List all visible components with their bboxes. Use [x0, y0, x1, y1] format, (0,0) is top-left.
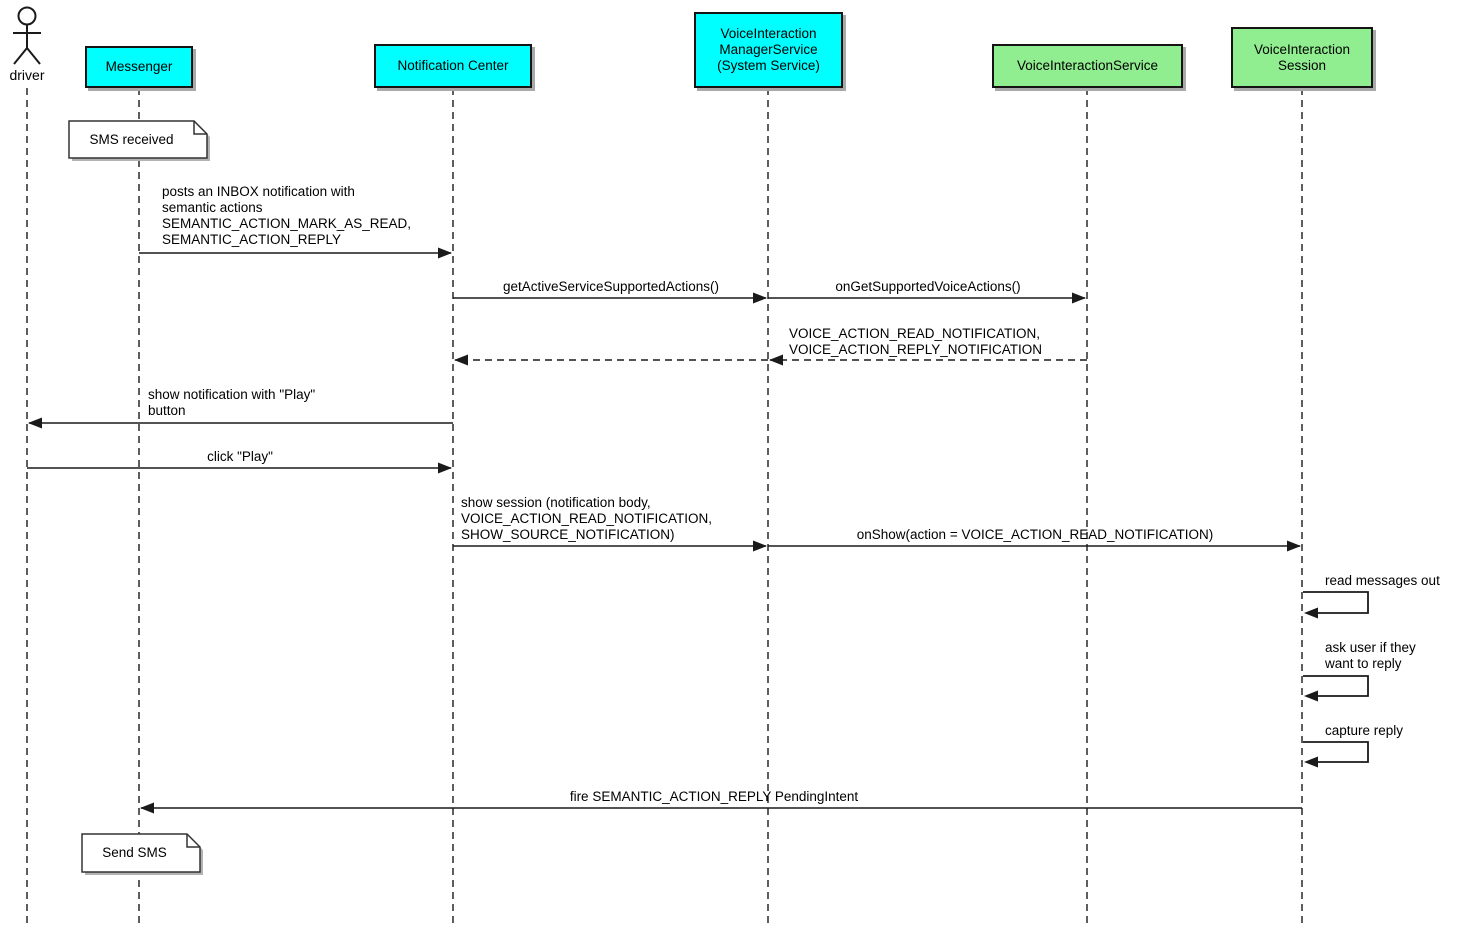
self-ask-user-if-they-want-to-reply-label-line: want to reply [1325, 656, 1402, 671]
msg-return-to-notification-center-arrowhead-icon [454, 354, 468, 366]
msg-show-session-label-line: show session (notification body, [461, 495, 651, 510]
participant-voiceinteraction-session-label-line: VoiceInteraction [1253, 41, 1351, 57]
self-capture-reply-label: capture reply [1325, 723, 1403, 739]
msg-show-notification-play-button-arrowhead-icon [28, 417, 42, 429]
msg-on-get-supported-voice-actions-label-line: onGetSupportedVoiceActions() [835, 279, 1021, 294]
note-send-sms-shape [81, 833, 201, 873]
participant-notification-center-label-line: Notification Center [397, 58, 509, 73]
msg-on-get-supported-voice-actions-arrowhead-icon [1072, 292, 1086, 304]
participant-voiceinteraction-session-label-line: Session [1277, 57, 1327, 73]
self-capture-reply-loop-line [1303, 741, 1369, 763]
msg-on-get-supported-voice-actions-label: onGetSupportedVoiceActions() [835, 279, 1020, 295]
participant-voiceinteractionservice-label-line: VoiceInteractionService [1016, 58, 1159, 73]
msg-onshow-arrowhead-icon [1287, 540, 1301, 552]
participant-voiceinteractionservice: VoiceInteractionService [992, 44, 1183, 88]
note-sms-received-shape [68, 120, 208, 159]
msg-return-supported-voice-actions-label-line: VOICE_ACTION_REPLY_NOTIFICATION [789, 342, 1043, 357]
note-sms-received-label: SMS received [89, 131, 174, 147]
self-read-messages-out-label: read messages out [1325, 573, 1440, 589]
msg-post-inbox-notification-arrowhead-icon [438, 247, 452, 259]
self-read-messages-out-arrowhead-icon [1304, 607, 1318, 619]
msg-show-notification-play-button-label-line: show notification with "Play" [148, 387, 316, 402]
note-sms-received-fold-icon [193, 121, 207, 135]
msg-show-session-arrowhead-icon [753, 540, 767, 552]
msg-show-notification-play-button-label-line: button [148, 403, 186, 418]
msg-post-inbox-notification-label-line: SEMANTIC_ACTION_MARK_AS_READ, [162, 216, 412, 231]
msg-post-inbox-notification-label-line: posts an INBOX notification with [162, 184, 355, 199]
msg-onshow-label-line: onShow(action = VOICE_ACTION_READ_NOTIFI… [856, 527, 1214, 542]
msg-show-notification-play-button-label: show notification with "Play"button [148, 387, 315, 419]
msg-fire-semantic-action-reply-label: fire SEMANTIC_ACTION_REPLY PendingIntent [570, 789, 858, 805]
participant-voiceinteraction-managerservice-label-line: VoiceInteraction [720, 26, 817, 41]
msg-fire-semantic-action-reply-arrowhead-icon [140, 802, 154, 814]
self-capture-reply-arrowhead-icon [1304, 756, 1318, 768]
actor-head-icon [17, 6, 37, 26]
note-send-sms-fold-icon [186, 834, 200, 848]
msg-get-active-service-supported-actions-label-line: getActiveServiceSupportedActions() [502, 279, 720, 294]
actor-left-leg-icon [13, 47, 28, 65]
participant-messenger: Messenger [85, 46, 193, 88]
participant-notification-center: Notification Center [374, 44, 532, 88]
participant-voiceinteraction-managerservice-label-line: ManagerService [719, 42, 818, 57]
participant-voiceinteraction-managerservice-label-line: (System Service) [717, 58, 820, 73]
msg-click-play-arrowhead-icon [438, 462, 452, 474]
msg-return-supported-voice-actions-label-line: VOICE_ACTION_READ_NOTIFICATION, [789, 326, 1041, 341]
msg-post-inbox-notification-label-line: SEMANTIC_ACTION_REPLY [162, 232, 342, 247]
note-send-sms-label: Send SMS [102, 845, 167, 860]
msg-show-session-label-line: SHOW_SOURCE_NOTIFICATION) [461, 527, 675, 542]
self-ask-user-if-they-want-to-reply-arrowhead-icon [1304, 690, 1318, 702]
self-capture-reply-label-line: capture reply [1325, 723, 1404, 738]
self-ask-user-if-they-want-to-reply-loop-line [1303, 675, 1369, 697]
msg-return-supported-voice-actions-label: VOICE_ACTION_READ_NOTIFICATION,VOICE_ACT… [789, 326, 1042, 358]
msg-fire-semantic-action-reply-label-line: fire SEMANTIC_ACTION_REPLY PendingIntent [569, 789, 859, 804]
msg-show-session-label-line: VOICE_ACTION_READ_NOTIFICATION, [461, 511, 713, 526]
participant-driver-label: driver [9, 67, 45, 83]
participant-messenger-label-line: Messenger [105, 59, 173, 74]
msg-onshow-label: onShow(action = VOICE_ACTION_READ_NOTIFI… [857, 527, 1213, 543]
msg-get-active-service-supported-actions-label: getActiveServiceSupportedActions() [503, 279, 719, 295]
msg-show-session-label: show session (notification body,VOICE_AC… [461, 495, 712, 543]
msg-click-play-label: click "Play" [207, 449, 273, 465]
msg-get-active-service-supported-actions-arrowhead-icon [753, 292, 767, 304]
self-read-messages-out-label-line: read messages out [1325, 573, 1440, 588]
msg-click-play-label-line: click "Play" [207, 449, 273, 464]
self-read-messages-out-loop-line [1303, 591, 1369, 614]
msg-post-inbox-notification-label-line: semantic actions [162, 200, 263, 215]
self-ask-user-if-they-want-to-reply-label-line: ask user if they [1325, 640, 1416, 655]
msg-return-supported-voice-actions-arrowhead-icon [769, 354, 783, 366]
actor-right-leg-icon [26, 47, 41, 65]
